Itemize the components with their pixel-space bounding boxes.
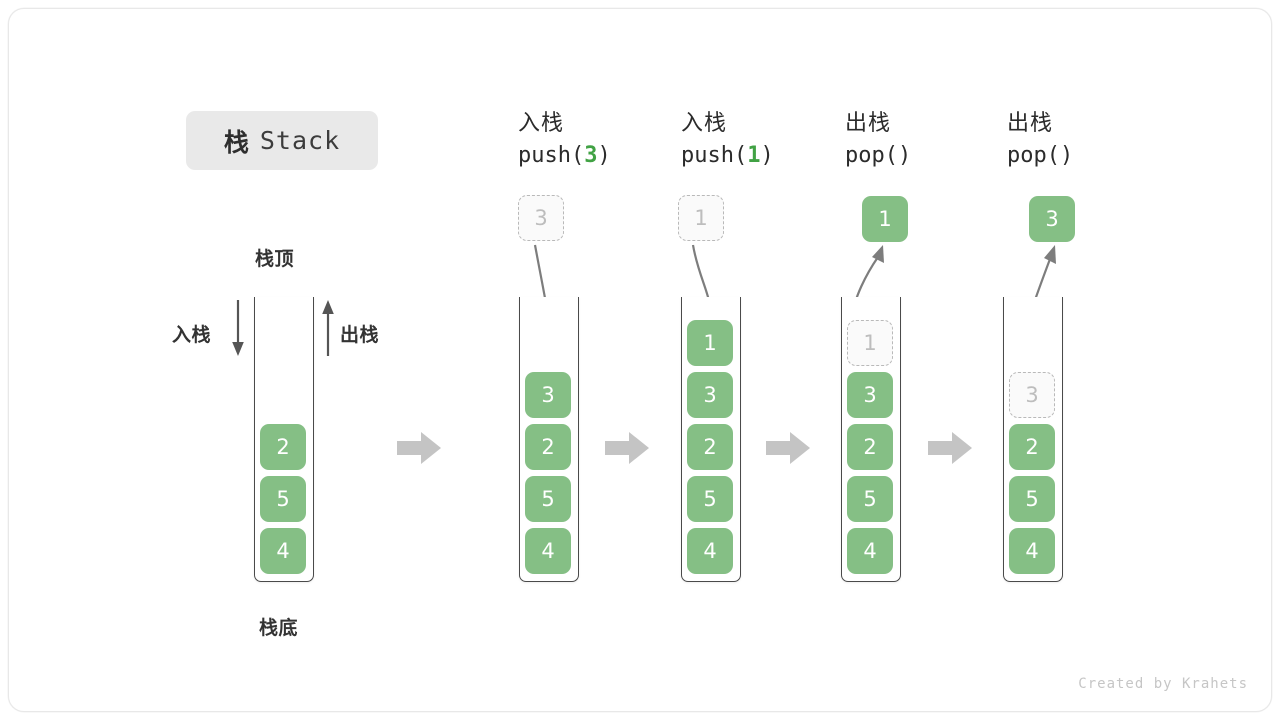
- stack-cell: 5: [847, 476, 893, 522]
- stack-cell-value: 2: [863, 434, 877, 459]
- stack-cell-value: 4: [703, 538, 717, 563]
- step-header-pop-3: 出栈 pop(): [1007, 108, 1177, 172]
- stack-cell: 2: [687, 424, 733, 470]
- stack-cell-value: 4: [541, 538, 555, 563]
- stack-cell-value: 5: [863, 486, 877, 511]
- stack-cell: 2: [847, 424, 893, 470]
- stack-cell: 2: [260, 424, 306, 470]
- stack-cell-value: 5: [1025, 486, 1039, 511]
- transition-arrow-icon: [605, 432, 649, 464]
- stack-cell: 4: [847, 528, 893, 574]
- step-header-push-1: 入栈 push(1): [681, 108, 851, 172]
- stack-cell-value: 2: [276, 434, 290, 459]
- stack-cell: 4: [687, 528, 733, 574]
- pop-direction-label: 出栈: [340, 324, 380, 346]
- stack-cell: 3: [847, 372, 893, 418]
- step-op-prefix: pop(: [1007, 142, 1060, 168]
- diagram-title-en: Stack: [259, 126, 341, 155]
- stack-ghost-cell: 1: [847, 320, 893, 366]
- stack-cell: 1: [687, 320, 733, 366]
- stack-ghost-value: 1: [863, 330, 877, 355]
- stack-cell: 4: [1009, 528, 1055, 574]
- stack-cell: 4: [525, 528, 571, 574]
- floating-ghost-value: 1: [694, 205, 708, 230]
- step-op-code: pop(): [845, 140, 1015, 172]
- step-op-suffix: ): [897, 142, 912, 168]
- stack-cell-value: 5: [703, 486, 717, 511]
- step-op-arg: 3: [584, 142, 598, 168]
- stack-cell-value: 2: [541, 434, 555, 459]
- step-op-arg: 1: [747, 142, 761, 168]
- stack-top-label: 栈顶: [255, 248, 295, 270]
- stack-cell: 5: [1009, 476, 1055, 522]
- step-op-prefix: pop(: [845, 142, 898, 168]
- popped-cell: 3: [1029, 196, 1075, 242]
- push-direction-label: 入栈: [172, 324, 212, 346]
- transition-arrow-icon: [928, 432, 972, 464]
- stack-cell: 4: [260, 528, 306, 574]
- step-op-prefix: push(: [518, 142, 585, 168]
- step-header-push-3: 入栈 push(3): [518, 108, 688, 172]
- watermark: Created by Krahets: [1078, 676, 1248, 692]
- stack-cell-value: 1: [703, 330, 717, 355]
- floating-ghost-cell: 1: [678, 195, 724, 241]
- stack-cell-value: 5: [541, 486, 555, 511]
- stack-cell-value: 5: [276, 486, 290, 511]
- step-op-code: push(3): [518, 140, 688, 172]
- step-op-code: push(1): [681, 140, 851, 172]
- stack-cell: 5: [260, 476, 306, 522]
- step-header-pop-1: 出栈 pop(): [845, 108, 1015, 172]
- transition-arrow-icon: [766, 432, 810, 464]
- stack-cell-value: 2: [703, 434, 717, 459]
- step-op-cn: 入栈: [681, 111, 728, 136]
- stack-cell-value: 3: [541, 382, 555, 407]
- popped-cell-value: 1: [878, 206, 892, 231]
- step-op-suffix: ): [597, 142, 611, 168]
- stack-cell-value: 4: [276, 538, 290, 563]
- popped-cell: 1: [862, 196, 908, 242]
- popped-cell-value: 3: [1045, 206, 1059, 231]
- stack-bottom-label: 栈底: [259, 617, 299, 639]
- stack-cell: 2: [1009, 424, 1055, 470]
- stack-ghost-value: 3: [1025, 382, 1039, 407]
- stack-cell-value: 3: [863, 382, 877, 407]
- step-op-cn: 入栈: [518, 111, 565, 136]
- floating-ghost-cell: 3: [518, 195, 564, 241]
- stack-ghost-cell: 3: [1009, 372, 1055, 418]
- transition-arrow-icon: [397, 432, 441, 464]
- stack-cell: 3: [687, 372, 733, 418]
- stack-cell-value: 4: [863, 538, 877, 563]
- step-op-cn: 出栈: [845, 111, 892, 136]
- floating-ghost-value: 3: [534, 205, 548, 230]
- stack-cell-value: 4: [1025, 538, 1039, 563]
- stack-cell: 5: [525, 476, 571, 522]
- stack-cell-value: 2: [1025, 434, 1039, 459]
- stack-cell: 3: [525, 372, 571, 418]
- step-op-suffix: ): [1059, 142, 1074, 168]
- diagram-title-cn: 栈: [223, 127, 250, 157]
- step-op-suffix: ): [760, 142, 774, 168]
- stack-cell-value: 3: [703, 382, 717, 407]
- stack-cell: 2: [525, 424, 571, 470]
- step-op-prefix: push(: [681, 142, 748, 168]
- step-op-cn: 出栈: [1007, 111, 1054, 136]
- diagram-title-chip: 栈 Stack: [186, 111, 378, 170]
- step-op-code: pop(): [1007, 140, 1177, 172]
- stack-cell: 5: [687, 476, 733, 522]
